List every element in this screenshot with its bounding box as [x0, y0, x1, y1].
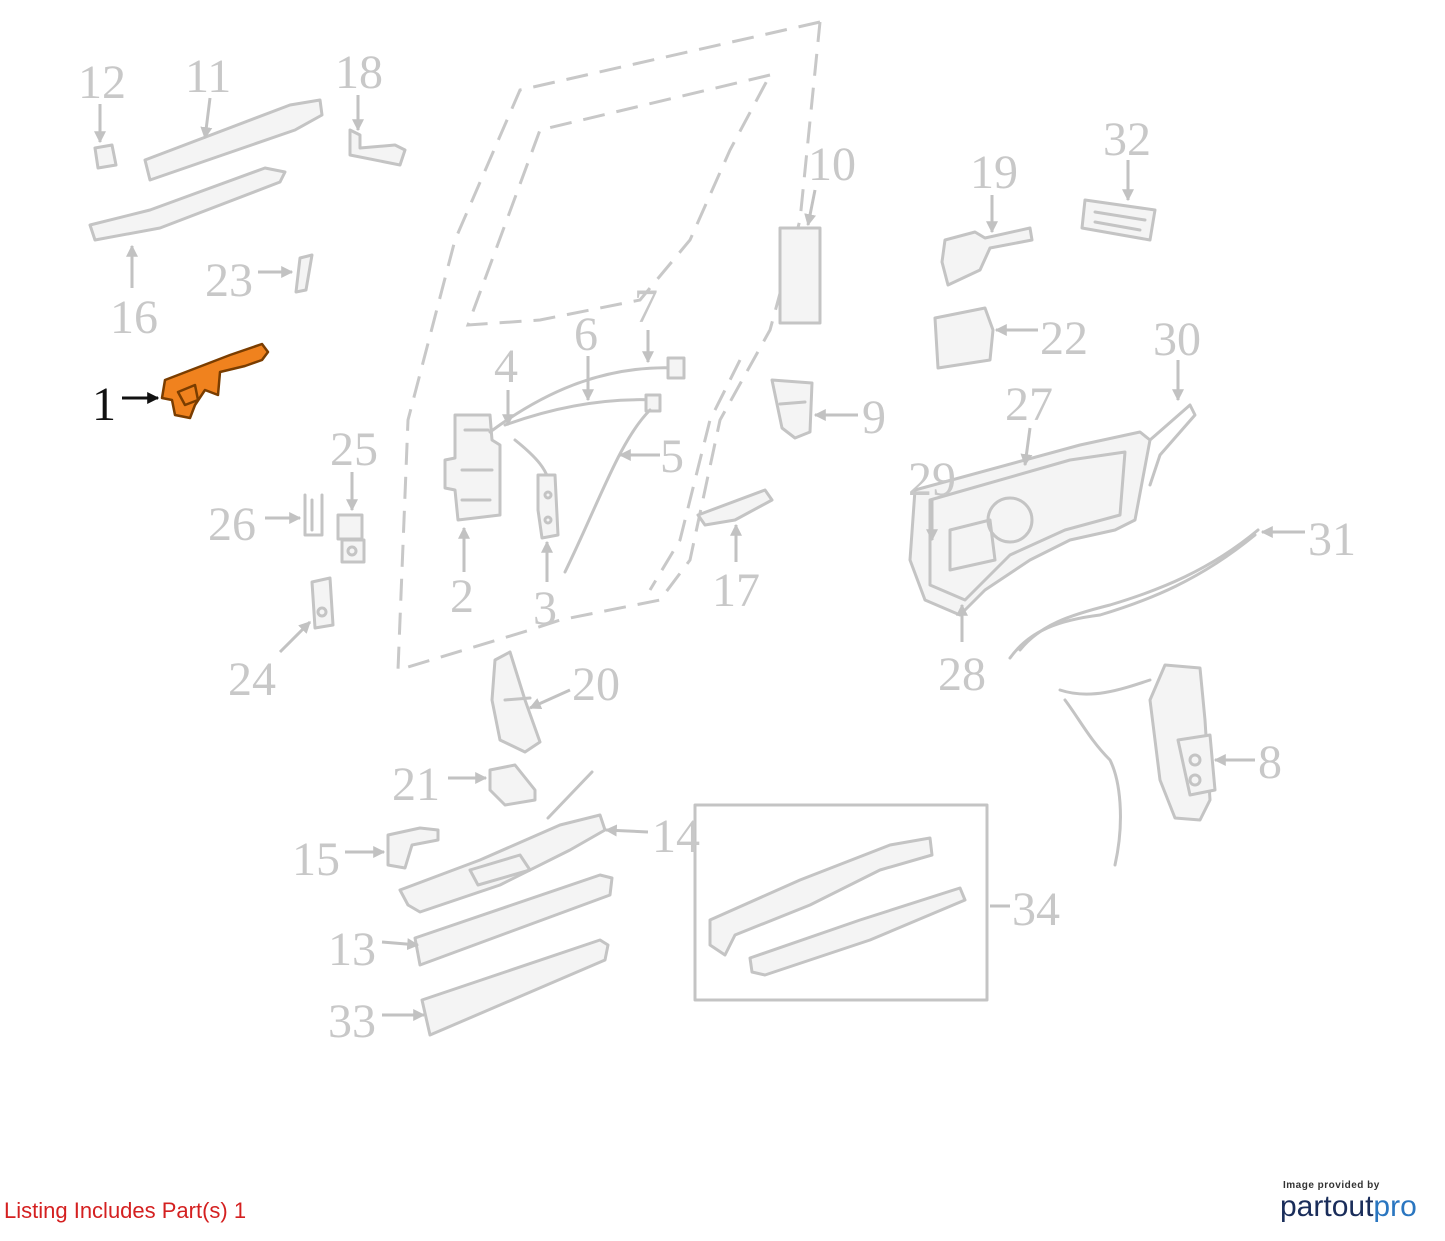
- callout-9: 9: [862, 391, 886, 444]
- callout-1: 1: [92, 378, 116, 431]
- callout-19: 19: [970, 146, 1018, 199]
- callout-5: 5: [660, 430, 684, 483]
- callout-13: 13: [328, 923, 376, 976]
- part-8-shape: [1058, 663, 1217, 867]
- brand-part2: pro: [1373, 1190, 1417, 1223]
- part-9-shape: [770, 378, 814, 440]
- brand-part1: partout: [1280, 1190, 1374, 1223]
- callout-22: 22: [1040, 312, 1088, 365]
- callout-20: 20: [572, 658, 620, 711]
- part-20-shape: [490, 650, 542, 754]
- part-24-shape: [310, 576, 335, 630]
- callout-2: 2: [450, 570, 474, 623]
- part-14-shape: [398, 770, 607, 914]
- callout-6: 6: [574, 308, 598, 361]
- part-25-shape: [336, 513, 366, 564]
- callout-28: 28: [938, 648, 986, 701]
- part-17-shape: [696, 488, 774, 527]
- part-11-shape: [143, 98, 324, 182]
- callout-17: 17: [712, 564, 760, 617]
- callout-3: 3: [533, 582, 557, 635]
- callout-33: 33: [328, 995, 376, 1048]
- callout-21: 21: [392, 758, 440, 811]
- part-10-shape: [778, 226, 822, 325]
- callout-10: 10: [808, 138, 856, 191]
- part-5-shape: [563, 408, 652, 574]
- callout-24: 24: [228, 653, 276, 706]
- callout-15: 15: [292, 833, 340, 886]
- listing-includes-text: Listing Includes Part(s) 1: [4, 1198, 247, 1223]
- callout-labels: 1 2 3 4 5 6 7 8 9 10 11 12 13: [78, 46, 1356, 1048]
- callout-14: 14: [652, 810, 700, 863]
- door-outline: [396, 20, 822, 673]
- partoutpro-logo: partoutpro: [1280, 1190, 1417, 1224]
- part-15-shape: [386, 826, 440, 870]
- callout-29: 29: [908, 453, 956, 506]
- part-27-shape: [908, 403, 1197, 617]
- part-26-shape: [303, 493, 324, 537]
- callout-23: 23: [205, 254, 253, 307]
- callout-8: 8: [1258, 736, 1282, 789]
- part-34-box: [693, 803, 989, 1002]
- part-16-shape: [88, 166, 287, 242]
- callout-16: 16: [110, 291, 158, 344]
- part-13-shape: [413, 873, 614, 967]
- callout-30: 30: [1153, 313, 1201, 366]
- part-12-shape: [93, 143, 118, 170]
- part-23-shape: [294, 253, 314, 294]
- image-provided-by-text: Image provided by: [1283, 1180, 1380, 1191]
- part-33-shape: [420, 938, 610, 1037]
- callout-11: 11: [185, 50, 231, 103]
- callout-26: 26: [208, 498, 256, 551]
- callout-31: 31: [1308, 513, 1356, 566]
- callout-4: 4: [494, 340, 518, 393]
- part-32-shape: [1080, 198, 1157, 242]
- part-3-shape: [513, 438, 560, 540]
- callout-12: 12: [78, 56, 126, 109]
- part-31-shape: [1008, 528, 1260, 660]
- callout-32: 32: [1103, 113, 1151, 166]
- callout-7: 7: [634, 280, 658, 333]
- callout-18: 18: [335, 46, 383, 99]
- part-21-shape: [488, 763, 537, 807]
- callout-27: 27: [1005, 378, 1053, 431]
- part-22-shape: [933, 306, 995, 370]
- part-19-shape: [940, 226, 1034, 287]
- callout-34: 34: [1012, 883, 1060, 936]
- callout-25: 25: [330, 423, 378, 476]
- part-18-shape: [348, 128, 407, 167]
- part-1-highlighted-shape: [160, 342, 270, 420]
